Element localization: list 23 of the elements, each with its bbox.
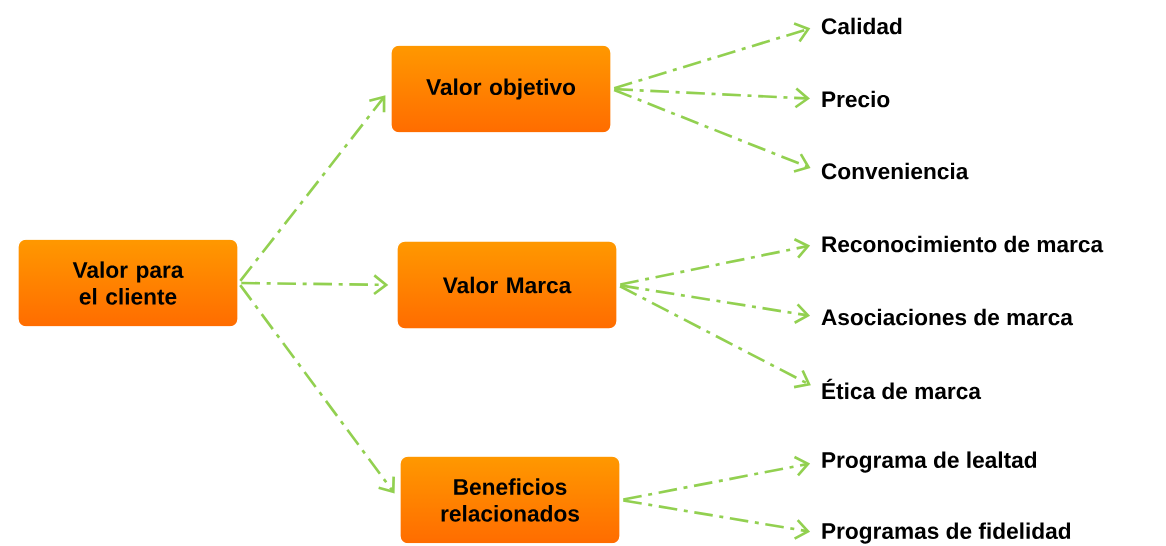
label-text: Asociaciones de marca xyxy=(821,308,1074,326)
label-text: Reconocimiento de marca xyxy=(822,235,1104,253)
label-text: Precio xyxy=(822,90,890,108)
label-text: Programas de fidelidad xyxy=(822,522,1071,544)
arrow xyxy=(241,274,389,296)
arrow xyxy=(614,87,811,109)
process-box: Valor para el cliente xyxy=(17,238,239,328)
label-text: Ética de marca xyxy=(822,378,982,400)
arrow xyxy=(620,238,811,286)
arrow xyxy=(620,284,811,324)
process-box: Valor Marca xyxy=(396,240,618,330)
label-text: Programa de lealtad xyxy=(822,451,1037,473)
arrow xyxy=(239,95,386,282)
arrow xyxy=(239,284,395,494)
label-text: Calidad xyxy=(821,17,902,35)
arrow xyxy=(613,88,811,173)
process-box: Valor objetivo xyxy=(390,44,612,134)
arrow xyxy=(613,22,811,90)
arrow xyxy=(619,285,811,389)
process-box: Beneficios relacionados xyxy=(399,455,621,545)
arrow xyxy=(623,455,811,501)
label-text: Conveniencia xyxy=(821,162,969,180)
arrow xyxy=(623,499,811,540)
